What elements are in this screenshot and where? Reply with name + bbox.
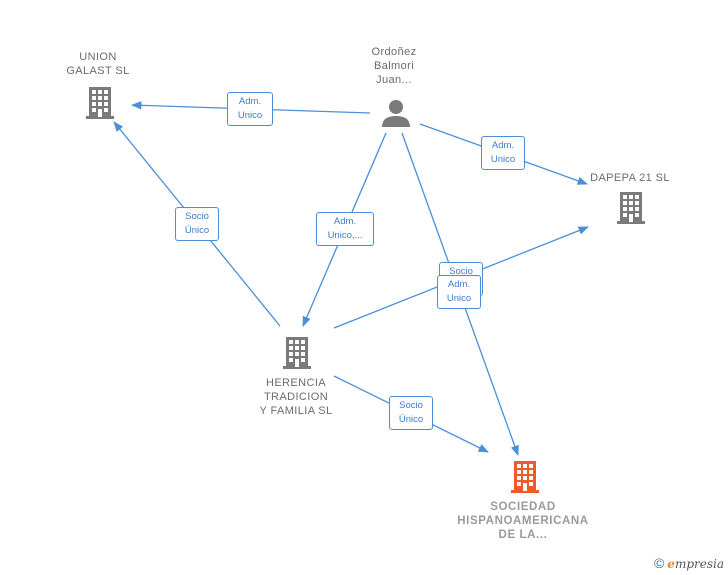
node-label-person[interactable]: Ordoñez Balmori Juan... bbox=[371, 46, 417, 86]
edge-label-herencia-union: Socio Único bbox=[175, 207, 219, 241]
edge-label-person-union: Adm. Unico bbox=[227, 92, 273, 126]
copyright-icon: © bbox=[653, 555, 665, 571]
edge-label-person-sociedad: Adm. Unico bbox=[437, 275, 481, 309]
building-icon-union-galast[interactable] bbox=[86, 87, 114, 119]
edge-label-herencia-sociedad: Socio Único bbox=[389, 396, 433, 430]
edge-label-person-herencia: Adm. Unico,... bbox=[316, 212, 374, 246]
node-label-herencia[interactable]: HERENCIA TRADICION Y FAMILIA SL bbox=[259, 377, 333, 417]
building-icon-dapepa[interactable] bbox=[617, 192, 645, 224]
building-icon-sociedad[interactable] bbox=[511, 461, 539, 493]
building-icon-herencia[interactable] bbox=[283, 337, 311, 369]
node-label-union-galast[interactable]: UNION GALAST SL bbox=[66, 51, 130, 77]
brand-logo: empresia bbox=[667, 557, 724, 571]
brand-footer[interactable]: ©empresia bbox=[654, 555, 724, 571]
edge-label-person-dapepa: Adm. Unico bbox=[481, 136, 525, 170]
person-icon[interactable] bbox=[382, 100, 410, 127]
node-label-sociedad[interactable]: SOCIEDAD HISPANOAMERICANA DE LA... bbox=[457, 501, 589, 541]
node-label-dapepa[interactable]: DAPEPA 21 SL bbox=[590, 172, 670, 184]
